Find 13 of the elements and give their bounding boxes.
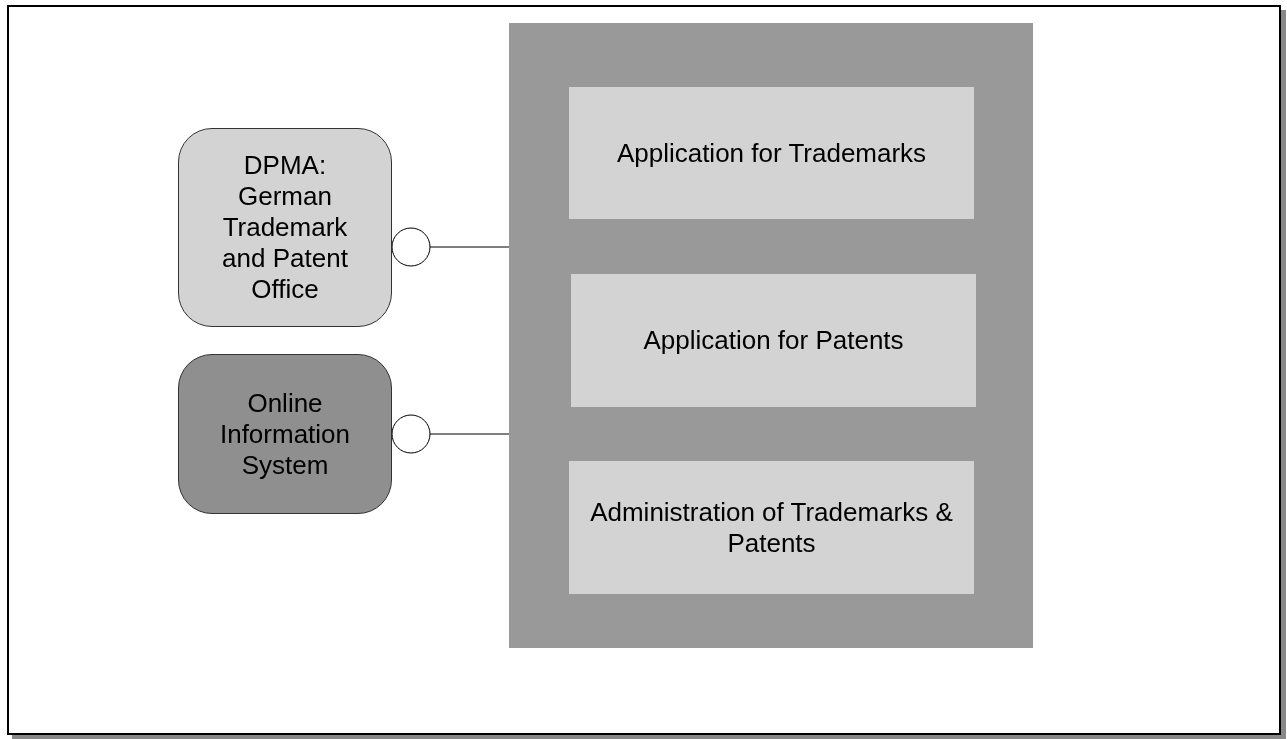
component-box: [569, 461, 974, 594]
node-label: Administration of Trademarks & Patents: [589, 496, 954, 559]
component-box: [569, 87, 974, 219]
interface-connector: [391, 414, 510, 454]
node-label: DPMA: German Trademark and Patent Office: [221, 150, 349, 305]
node-label: Online Information System: [218, 387, 352, 481]
container-box: [509, 23, 1033, 648]
node-label: Application for Patents: [643, 325, 904, 356]
node-label: Application for Trademarks: [616, 137, 927, 169]
component-box: [571, 274, 976, 407]
actor-box: [178, 354, 392, 514]
actor-box: [178, 128, 392, 327]
interface-connector: [391, 227, 510, 267]
